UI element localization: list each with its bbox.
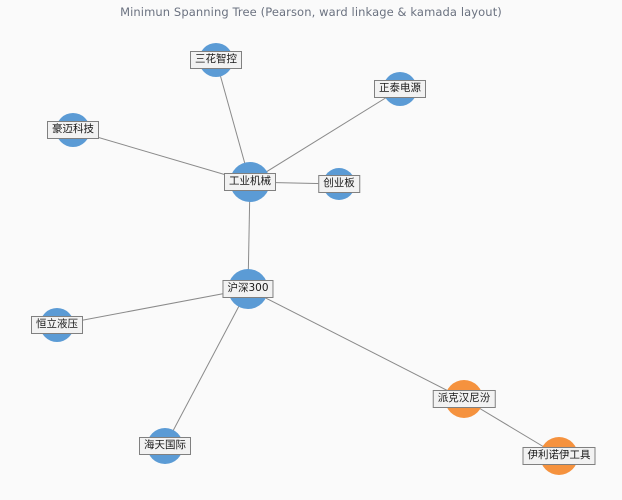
node-label: 伊利诺伊工具	[522, 446, 596, 466]
graph-edge	[72, 129, 251, 183]
graph-edge	[56, 288, 249, 326]
node-label: 恒立液压	[31, 315, 83, 335]
graph-edge	[247, 288, 465, 400]
node-label: 豪迈科技	[47, 120, 99, 140]
node-label: 派克汉尼汾	[432, 389, 496, 409]
chart-title: Minimun Spanning Tree (Pearson, ward lin…	[120, 5, 502, 19]
node-label: 海天国际	[139, 436, 191, 456]
graph-edge	[164, 288, 249, 447]
graph-edge	[249, 88, 401, 183]
node-label: 三花智控	[190, 50, 242, 70]
node-layer	[40, 43, 578, 475]
graph-edge	[215, 59, 251, 183]
node-label: 正泰电源	[374, 79, 426, 99]
node-label: 工业机械	[224, 172, 276, 192]
node-label: 创业板	[318, 174, 360, 194]
node-label: 沪深300	[222, 279, 274, 299]
